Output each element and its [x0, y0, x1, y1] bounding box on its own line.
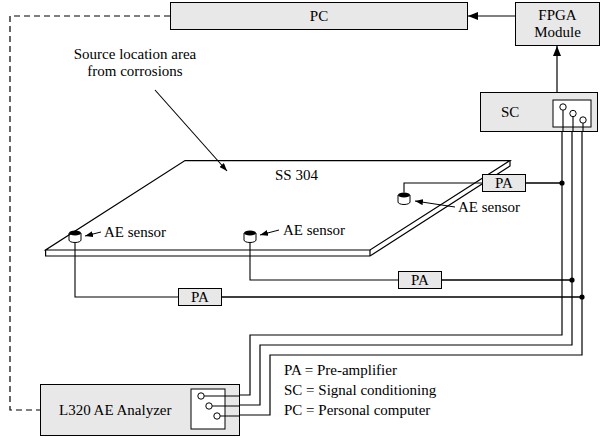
steel-plate: SS 304	[45, 160, 511, 257]
pointer-arrow	[155, 90, 227, 171]
analyzer-box: L320 AE Analyzer	[40, 384, 240, 436]
leader-arrow	[85, 232, 101, 236]
abbreviation-note: PA = Pre-amplifier	[284, 362, 397, 379]
box-label: SC	[501, 104, 519, 121]
signal-conditioning-box: SC	[480, 92, 598, 132]
box-label: PA	[411, 273, 429, 288]
box-label: L320 AE Analyzer	[59, 402, 171, 419]
fpga-box: FPGA Module	[515, 2, 600, 46]
abbreviation-note: PC = Personal computer	[284, 402, 430, 419]
signal-wire	[240, 280, 572, 405]
ae-sensor-symbol	[69, 231, 81, 243]
material-label: SS 304	[275, 167, 318, 184]
ae-sensor-symbol	[244, 231, 256, 243]
signal-wire	[526, 132, 562, 183]
box-label: PA	[495, 176, 513, 191]
box-label: FPGA Module	[523, 7, 593, 41]
leader-arrow	[415, 201, 455, 207]
sensor-label: AE sensor	[104, 224, 166, 241]
sensor-wire	[250, 243, 398, 281]
preamp-box: PA	[398, 271, 442, 289]
computer-box: PC	[170, 2, 468, 30]
sensor-label: AE sensor	[458, 199, 520, 216]
signal-wire	[240, 183, 562, 395]
abbreviation-note: SC = Signal conditioning	[284, 382, 436, 399]
box-label: PA	[191, 290, 209, 305]
signal-wire	[222, 297, 582, 415]
sensor-label: AE sensor	[283, 222, 345, 239]
preamp-box: PA	[178, 288, 222, 306]
leader-arrow	[260, 230, 279, 235]
connector-symbol	[481, 93, 599, 133]
preamp-box: PA	[482, 174, 526, 192]
box-label: PC	[310, 8, 328, 25]
callout-text: Source location area from corrosions	[70, 46, 200, 80]
data-arrow	[556, 46, 557, 92]
signal-wire	[222, 132, 582, 297]
signal-wire	[442, 132, 572, 280]
ae-sensor-symbol	[398, 193, 410, 205]
sensor-wire	[75, 243, 178, 298]
data-arrow	[468, 15, 515, 16]
